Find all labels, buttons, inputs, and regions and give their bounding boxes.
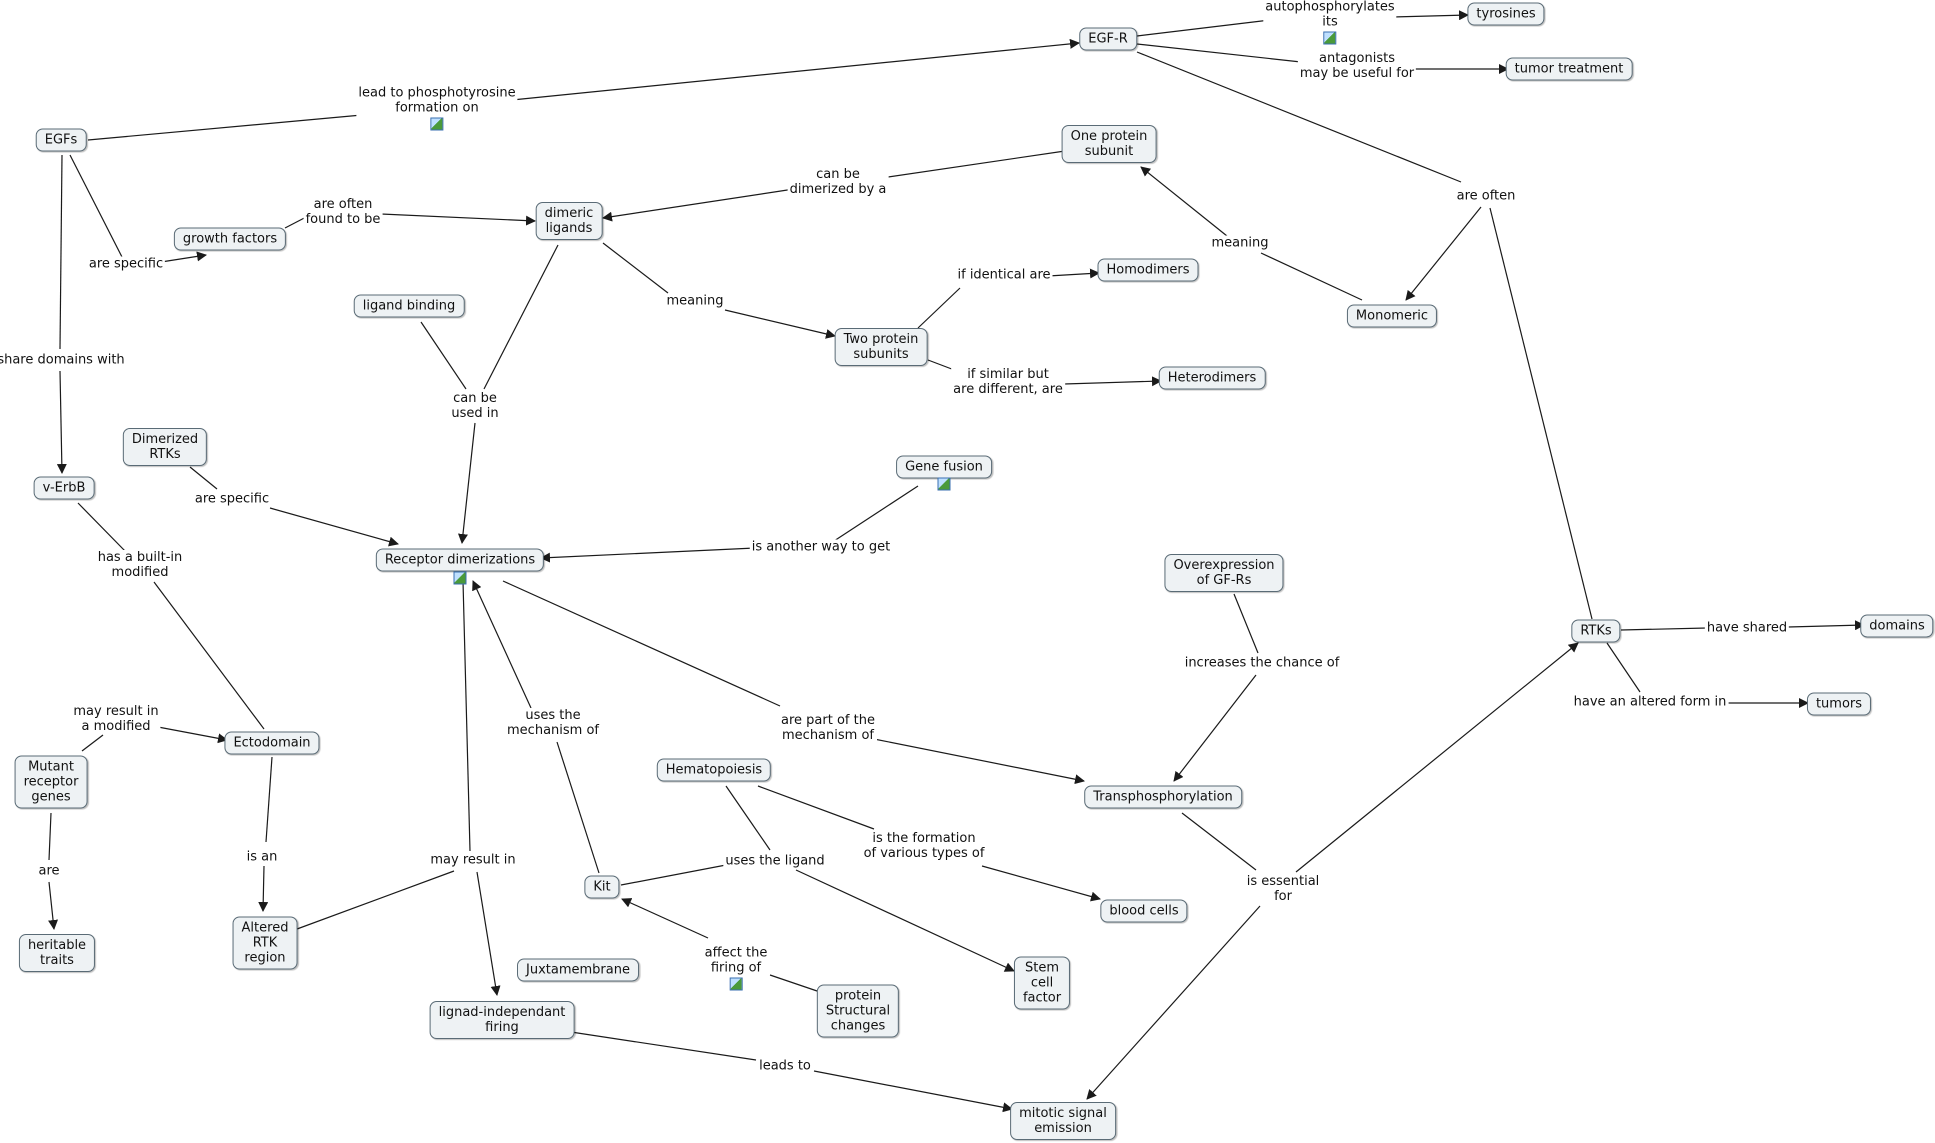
link-are-specific-2: are specific [192,491,272,507]
link-are-specific-1: are specific [86,256,166,272]
image-resource-icon[interactable] [729,977,743,991]
node-monomeric[interactable]: Monomeric [1346,304,1438,328]
link-has-builtin: has a built-in modified [95,550,185,580]
node-egf-r[interactable]: EGF-R [1079,27,1137,51]
link-can-be-dimerized: can be dimerized by a [787,167,889,197]
link-is-an: is an [244,849,280,865]
node-stem-cell-factor[interactable]: Stem cell factor [1013,956,1071,1010]
link-uses-the-ligand: uses the ligand [723,853,827,869]
image-resource-icon[interactable] [453,571,467,585]
node-v-erbb[interactable]: v-ErbB [33,476,95,500]
link-text: affect the firing of [704,945,768,976]
node-dimeric-ligands[interactable]: dimeric ligands [535,202,603,240]
link-are-part-of: are part of the mechanism of [779,713,877,743]
link-is-essential: is essential for [1244,874,1322,904]
node-lignad-independant-firing[interactable]: lignad-independant firing [429,1001,575,1039]
link-are: are [36,863,62,879]
link-increases-chance: increases the chance of [1182,655,1342,671]
image-resource-icon[interactable] [1323,31,1337,45]
node-dimerized-rtks[interactable]: Dimerized RTKs [122,428,208,466]
node-ectodomain[interactable]: Ectodomain [224,731,320,755]
link-uses-the-mechanism: uses the mechanism of [505,708,601,738]
node-heritable-traits[interactable]: heritable traits [18,934,96,972]
node-growth-factors[interactable]: growth factors [173,227,287,251]
link-is-the-formation: is the formation of various types of [861,831,987,861]
link-can-be-used-in: can be used in [449,391,501,421]
node-juxtamembrane[interactable]: Juxtamembrane [517,958,639,982]
node-protein-structural-changes[interactable]: protein Structural changes [816,984,900,1038]
link-lead-to-phosphotyrosine: lead to phosphotyrosine formation on [356,85,518,131]
node-homodimers[interactable]: Homodimers [1097,258,1199,282]
node-overexpression[interactable]: Overexpression of GF-Rs [1164,554,1284,592]
node-hematopoiesis[interactable]: Hematopoiesis [656,758,772,782]
link-is-another-way: is another way to get [749,539,893,555]
image-resource-icon[interactable] [937,477,951,491]
node-transphosphorylation[interactable]: Transphosphorylation [1084,785,1242,809]
node-gene-fusion[interactable]: Gene fusion [896,455,992,479]
node-kit[interactable]: Kit [584,875,620,899]
node-tyrosines[interactable]: tyrosines [1467,2,1545,26]
node-rtks[interactable]: RTKs [1571,619,1621,643]
link-if-similar: if similar but are different, are [951,367,1065,397]
node-receptor-dimerizations[interactable]: Receptor dimerizations [375,548,545,572]
node-blood-cells[interactable]: blood cells [1100,899,1188,923]
node-altered-rtk-region[interactable]: Altered RTK region [232,916,298,970]
link-have-shared: have shared [1704,620,1790,636]
node-tumor-treatment[interactable]: tumor treatment [1505,57,1633,81]
node-ligand-binding[interactable]: ligand binding [353,294,465,318]
node-one-protein-subunit[interactable]: One protein subunit [1061,125,1157,163]
link-text: lead to phosphotyrosine formation on [358,85,516,116]
link-antagonists: antagonists may be useful for [1297,51,1417,81]
link-if-identical: if identical are [955,267,1053,283]
link-may-result-in: may result in [428,852,518,868]
link-affect-firing: affect the firing of [702,945,770,991]
link-are-often: are often [1454,188,1518,204]
link-meaning-1: meaning [664,293,726,309]
image-resource-icon[interactable] [430,117,444,131]
node-tumors[interactable]: tumors [1806,692,1872,716]
link-meaning-2: meaning [1209,235,1271,251]
node-mutant-receptor-genes[interactable]: Mutant receptor genes [14,755,88,809]
node-two-protein-subunits[interactable]: Two protein subunits [834,328,928,366]
link-may-result-modified: may result in a modified [71,704,161,734]
node-domains[interactable]: domains [1860,614,1934,638]
node-heterodimers[interactable]: Heterodimers [1158,366,1266,390]
node-egfs[interactable]: EGFs [35,128,87,152]
link-share-domains: share domains with [0,352,127,368]
link-leads-to: leads to [757,1058,813,1074]
link-are-often-found: are often found to be [303,197,383,227]
node-mitotic-signal-emission[interactable]: mitotic signal emission [1010,1102,1116,1140]
link-have-altered: have an altered form in [1571,694,1729,710]
link-autophosphorylates: autophosphorylates its [1263,0,1397,45]
link-text: autophosphorylates its [1265,0,1395,30]
